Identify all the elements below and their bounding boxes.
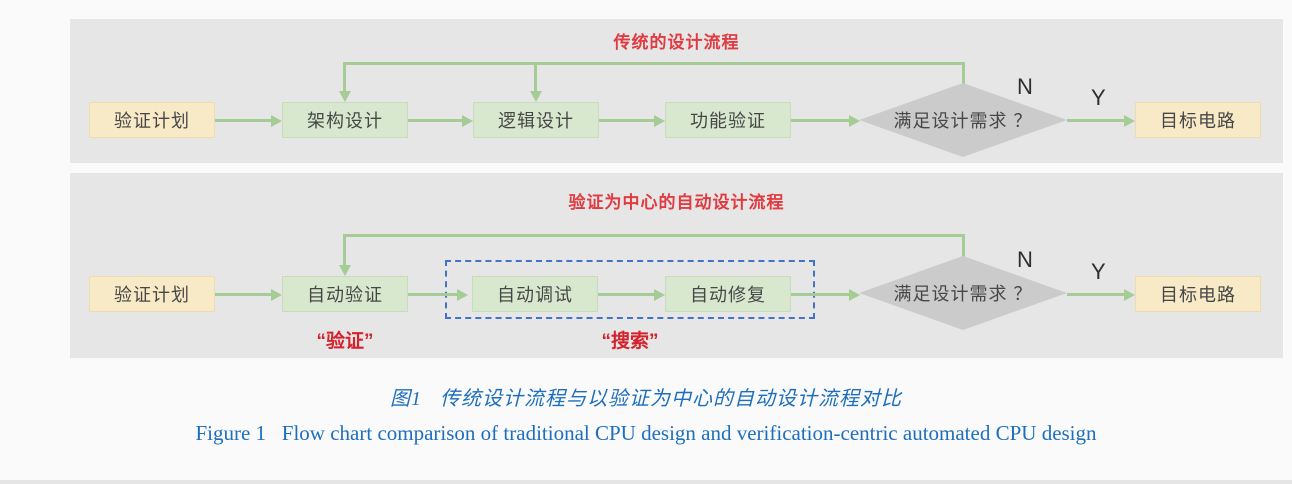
figure-caption-chinese: 图1 传统设计流程与以验证为中心的自动设计流程对比 — [390, 388, 902, 410]
branch-label-y: Y — [1091, 259, 1106, 284]
branch-label-n: N — [1017, 74, 1033, 99]
arrow-auto-verify-to-auto-debug — [408, 293, 457, 296]
branch-label-n: N — [1017, 247, 1033, 272]
arrow-func-to-decision — [791, 119, 849, 122]
node-logic-design: 逻辑设计 — [473, 102, 599, 138]
automated-flow-panel: 验证为中心的自动设计流程 验证计划 自动验证 自动调试 自动修复 满足设计需求 … — [70, 173, 1283, 358]
arrow-plan-to-arch — [215, 119, 271, 122]
arrow-logic-to-func — [599, 119, 654, 122]
feedback-arrow-into-arch — [343, 62, 346, 91]
node-verification-plan: 验证计划 — [89, 276, 215, 312]
node-auto-debug: 自动调试 — [472, 276, 598, 312]
node-auto-repair: 自动修复 — [665, 276, 791, 312]
arrow-auto-debug-to-auto-repair — [598, 293, 654, 296]
feedback-line-from-diamond — [962, 62, 965, 85]
node-target-circuit: 目标电路 — [1135, 276, 1261, 312]
feedback-arrow-into-auto-verify — [343, 234, 346, 265]
feedback-line-from-diamond — [962, 234, 965, 257]
decision-diamond: 满足设计需求 ？ — [859, 256, 1067, 330]
branch-label-y: Y — [1091, 85, 1106, 110]
arrow-plan-to-auto-verify — [215, 293, 271, 296]
verify-annotation: “验证” — [316, 331, 374, 352]
search-annotation: “搜索” — [601, 331, 659, 352]
node-architecture-design: 架构设计 — [282, 102, 408, 138]
arrow-auto-repair-to-decision — [791, 293, 849, 296]
panel1-title: 传统的设计流程 — [613, 33, 740, 52]
decision-diamond: 满足设计需求 ？ — [859, 83, 1067, 157]
feedback-arrow-into-logic — [534, 62, 537, 91]
arrow-decision-to-target — [1067, 119, 1124, 122]
node-auto-verification: 自动验证 — [282, 276, 408, 312]
panel2-title: 验证为中心的自动设计流程 — [568, 193, 785, 212]
node-verification-plan: 验证计划 — [89, 102, 215, 138]
arrow-decision-to-target — [1067, 293, 1124, 296]
feedback-line-horizontal — [344, 234, 965, 237]
figure-caption-english: Figure 1 Flow chart comparison of tradit… — [195, 421, 1097, 445]
search-group-dashed-box — [445, 260, 815, 319]
node-target-circuit: 目标电路 — [1135, 102, 1261, 138]
arrow-arch-to-logic — [408, 119, 462, 122]
feedback-line-horizontal — [344, 62, 965, 65]
node-functional-verification: 功能验证 — [665, 102, 791, 138]
traditional-flow-panel: 传统的设计流程 验证计划 架构设计 逻辑设计 功能验证 满足设计需求 ？ 目标电… — [70, 19, 1283, 163]
page-bottom-strip — [0, 480, 1292, 484]
